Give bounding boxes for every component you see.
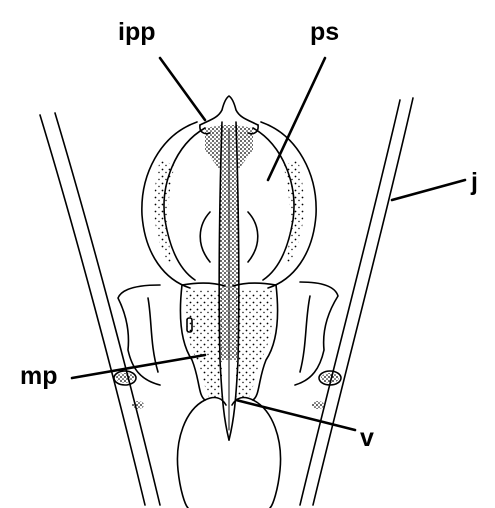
- label-j: j: [470, 168, 478, 196]
- label-mp: mp: [20, 362, 58, 390]
- label-v: v: [360, 424, 374, 452]
- ipp-leader-line: [160, 58, 205, 120]
- j-leader-line: [392, 180, 465, 200]
- right-jaw: [300, 98, 413, 505]
- label-ps: ps: [310, 18, 339, 46]
- left-jaw: [40, 113, 160, 505]
- label-ipp: ipp: [118, 18, 156, 46]
- mp-leader-line: [72, 355, 205, 378]
